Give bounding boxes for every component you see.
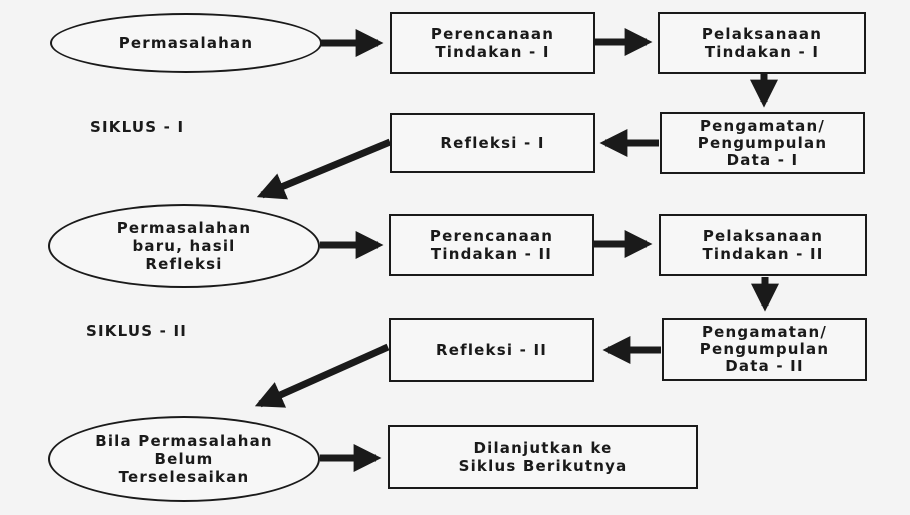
planning-node-2: Perencanaan Tindakan - II [389,214,594,276]
cycle-1-label: SIKLUS - I [90,118,185,136]
reflection-node-2: Refleksi - II [389,318,594,382]
action-node-2: Pelaksanaan Tindakan - II [659,214,867,276]
new-problem-node: Permasalahan baru, hasil Refleksi [48,204,320,288]
problem-node: Permasalahan [50,13,322,73]
action-node-1: Pelaksanaan Tindakan - I [658,12,866,74]
cycle-2-label: SIKLUS - II [86,322,188,340]
arrow-reflect2-to-unresolved [254,343,390,408]
unresolved-problem-node: Bila Permasalahan Belum Terselesaikan [48,416,320,502]
observation-node-2: Pengamatan/ Pengumpulan Data - II [662,318,867,381]
arrow-reflect1-to-problem2 [256,138,392,200]
next-cycle-node: Dilanjutkan ke Siklus Berikutnya [388,425,698,489]
reflection-node-1: Refleksi - I [390,113,595,173]
observation-node-1: Pengamatan/ Pengumpulan Data - I [660,112,865,174]
planning-node-1: Perencanaan Tindakan - I [390,12,595,74]
